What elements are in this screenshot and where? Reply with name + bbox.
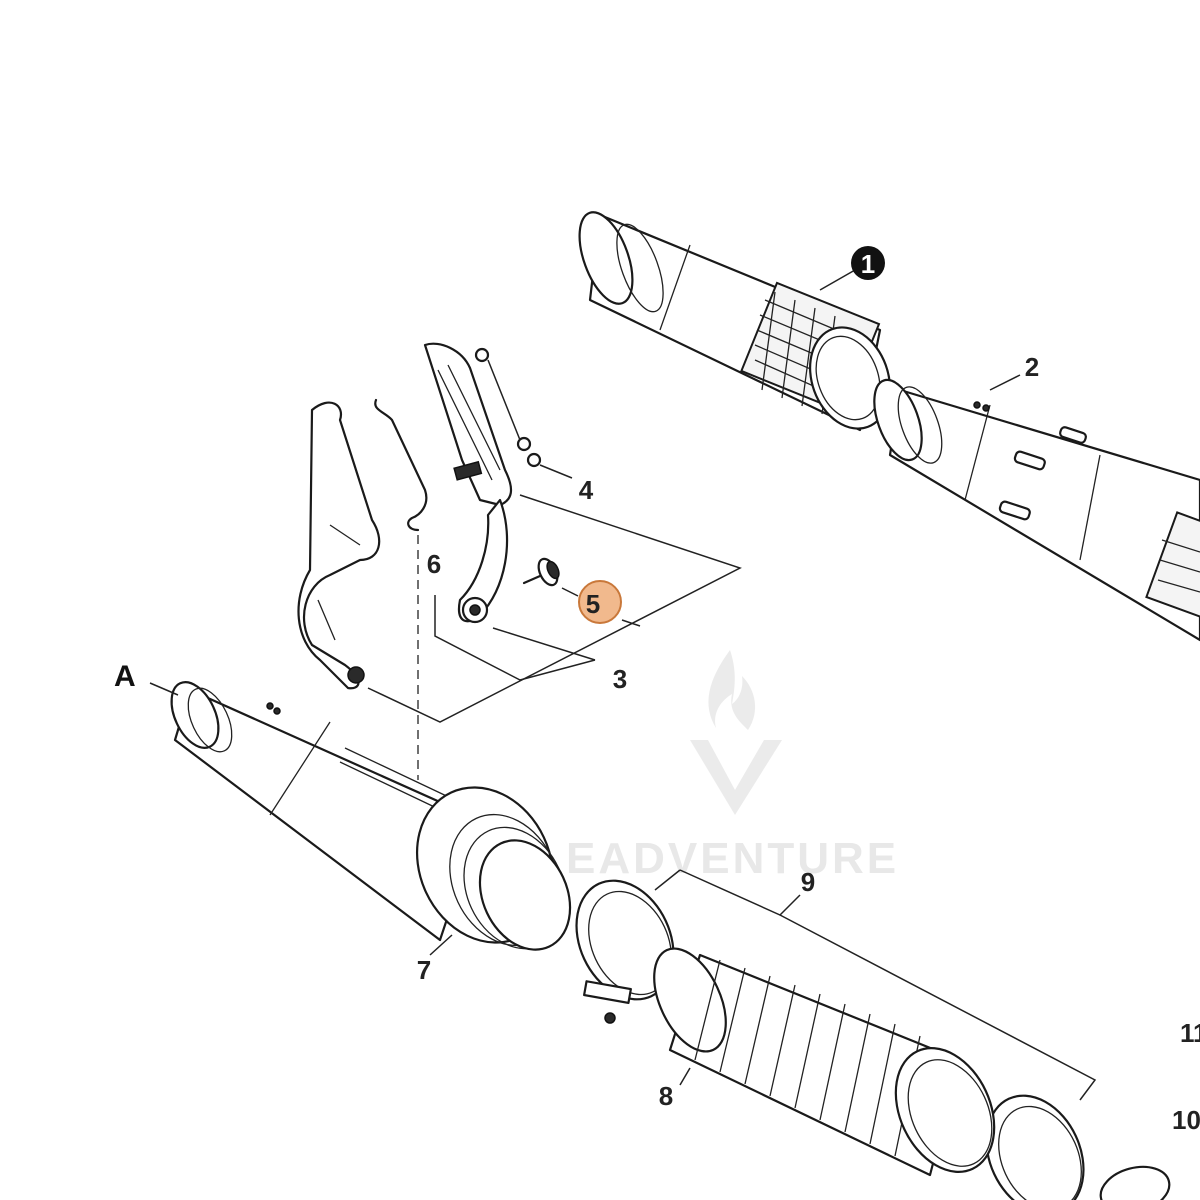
- callout-1: 1: [851, 246, 885, 280]
- view-marker-a: A: [114, 660, 136, 693]
- callout-10-label: 10: [1172, 1105, 1200, 1135]
- callout-1-badge: [851, 246, 885, 280]
- callout-6-label: 6: [427, 549, 441, 579]
- upper-tube-assembly: [578, 211, 1200, 642]
- callout-7-label: 7: [417, 955, 431, 985]
- handle-bracket: [297, 342, 560, 690]
- leader-lines: [149, 269, 1097, 1101]
- callout-2-label: 2: [1025, 352, 1039, 382]
- callout-1-label: 1: [861, 249, 875, 279]
- callout-11-label: 11: [1180, 1018, 1200, 1048]
- callout-5: 5: [578, 580, 622, 624]
- flexible-hose: [653, 947, 1171, 1200]
- lower-tube: [170, 681, 572, 951]
- callout-9-label: 9: [801, 867, 815, 897]
- watermark-text: EADVENTURE: [566, 834, 899, 883]
- callout-5-highlight: [578, 580, 622, 624]
- callout-4-label: 4: [579, 475, 594, 505]
- v-logo-icon: [690, 740, 782, 815]
- adjuster-knob-icon: [522, 557, 560, 587]
- callout-3-label: 3: [613, 664, 627, 694]
- hose-clamp-upper: [575, 879, 675, 1024]
- watermark: EADVENTURE: [566, 650, 899, 883]
- callout-5-label: 5: [586, 589, 600, 619]
- callout-8-label: 8: [659, 1081, 673, 1111]
- flame-logo-icon: [708, 650, 756, 730]
- hose-clamp-lower: [985, 1094, 1085, 1200]
- screw-icon: [474, 347, 542, 468]
